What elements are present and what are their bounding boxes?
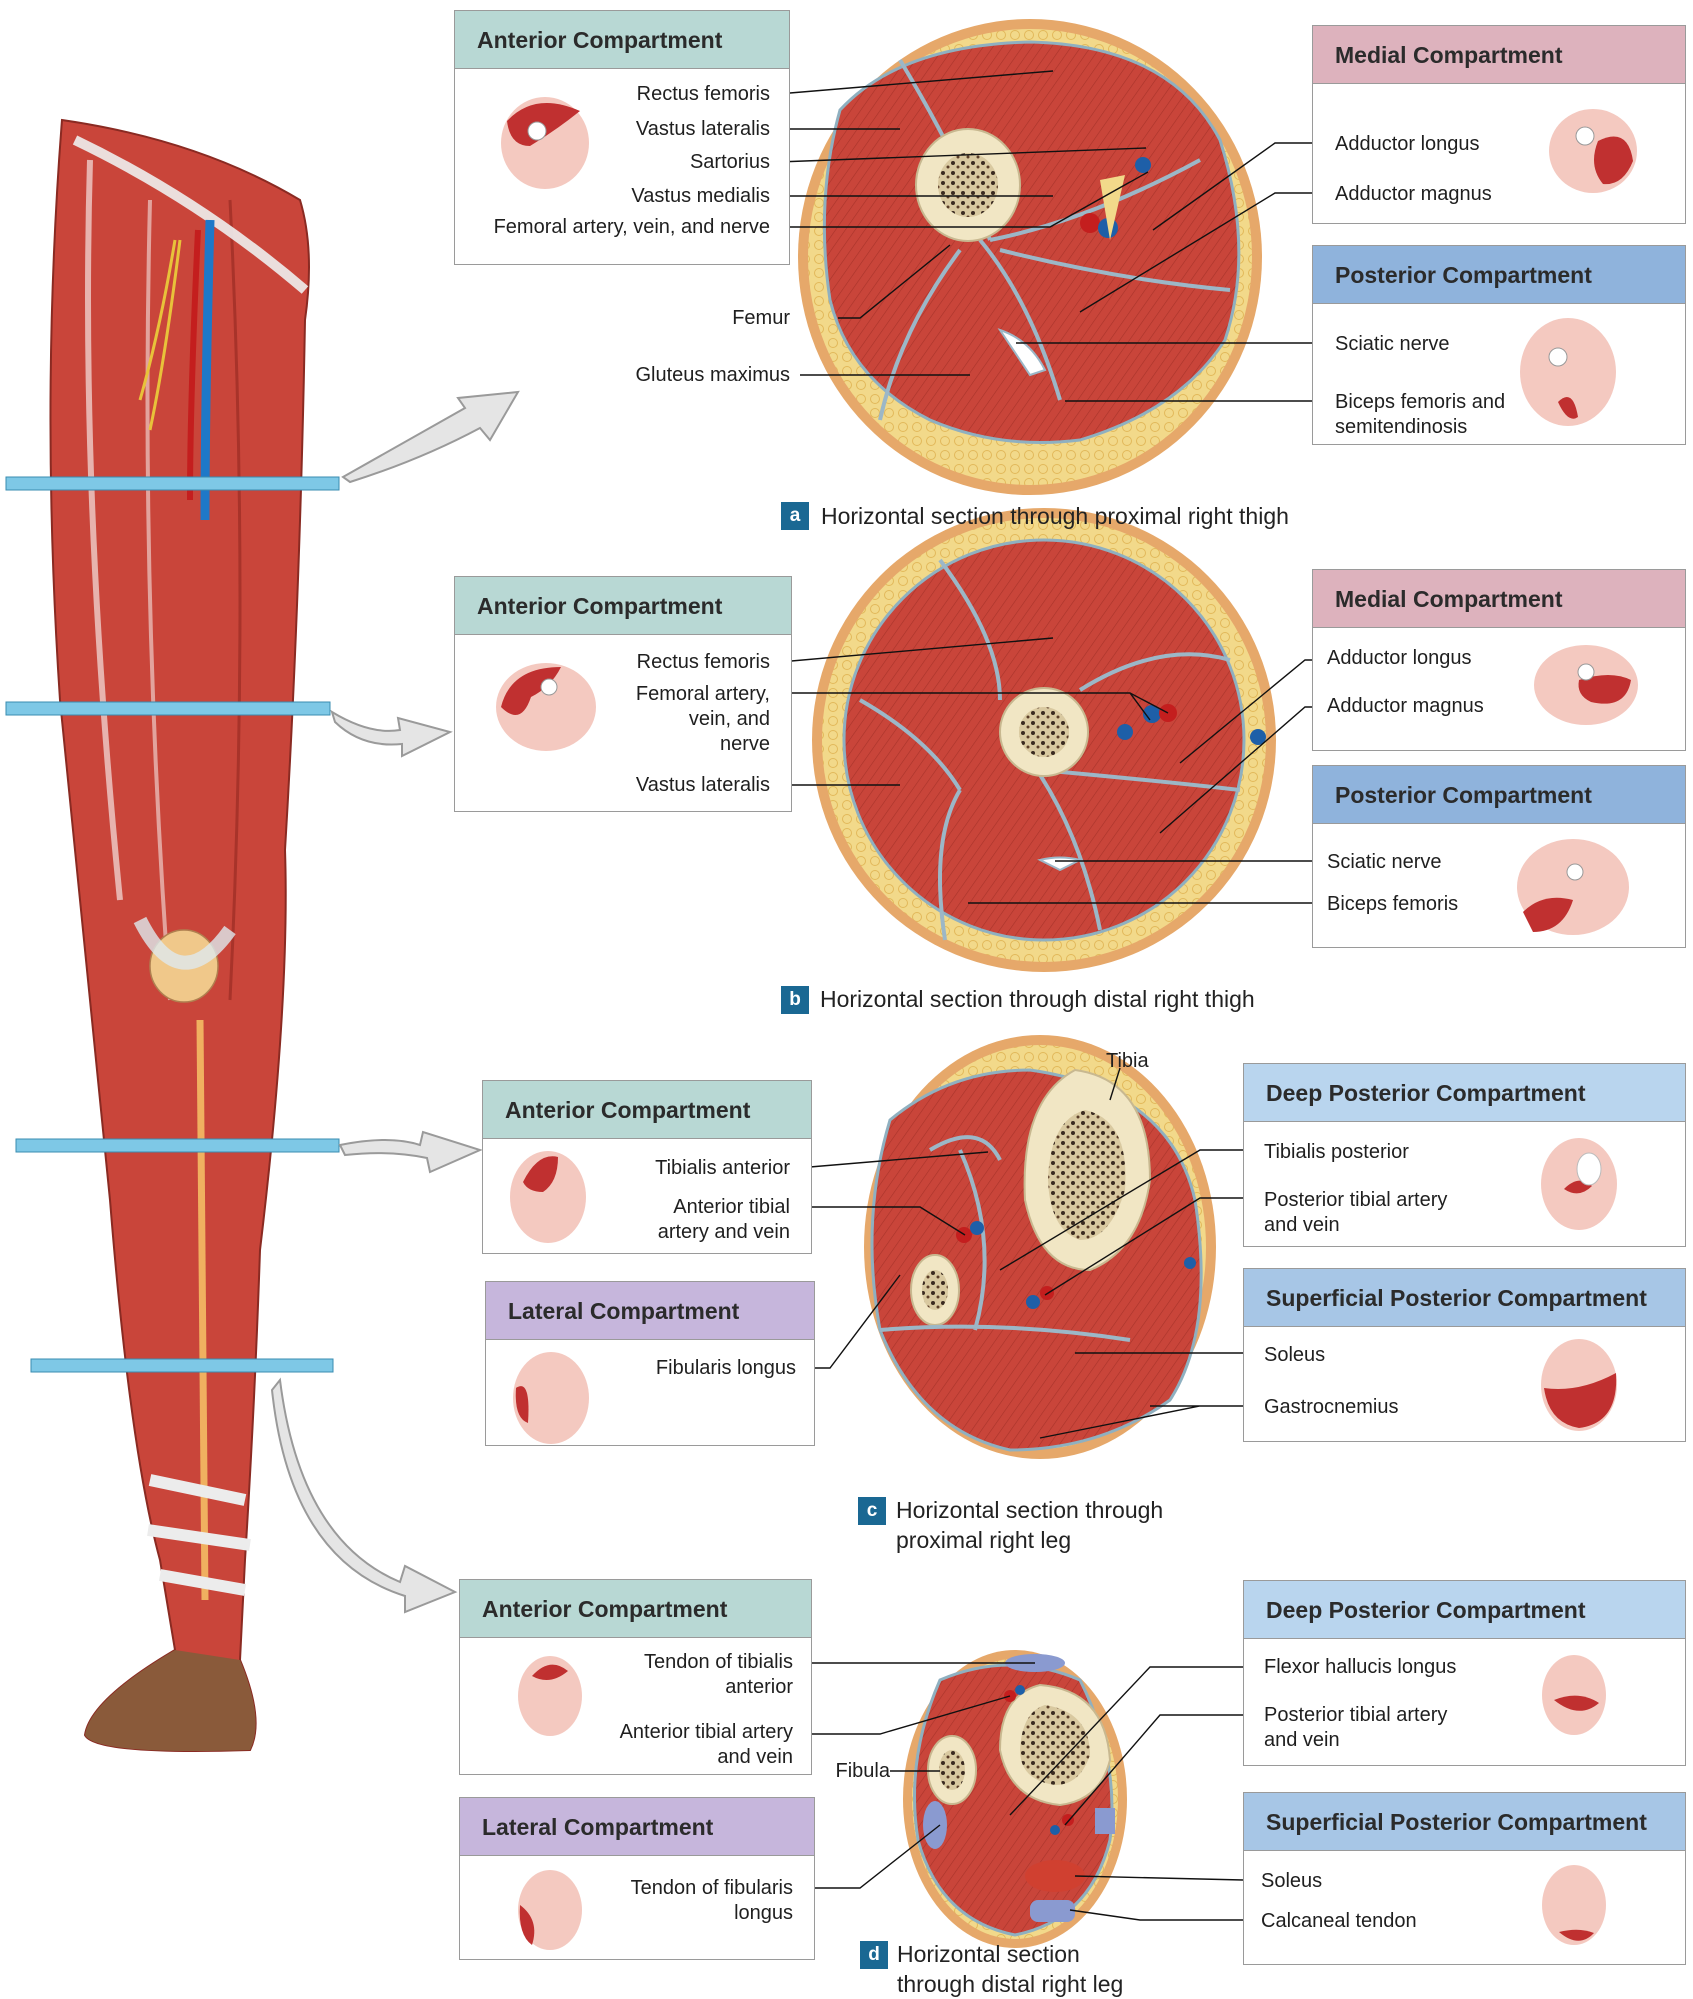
panel-c-superficial-posterior-box: Superficial Posterior Compartment Soleus… bbox=[1243, 1268, 1686, 1442]
badge-b: b bbox=[781, 986, 809, 1014]
panel-a-posterior-box: Posterior Compartment Sciatic nerve Bice… bbox=[1312, 245, 1686, 445]
label-fibularis-longus-c: Fibularis longus bbox=[596, 1356, 796, 1381]
foot bbox=[85, 1650, 256, 1751]
panel-b-posterior-box: Posterior Compartment Sciatic nerve Bice… bbox=[1312, 765, 1686, 948]
label-adductor-longus-a: Adductor longus bbox=[1335, 132, 1480, 157]
label-femoral-vessels-b: Femoral artery, vein, and nerve bbox=[560, 682, 770, 757]
panel-d-anterior-thumbnail bbox=[510, 1646, 590, 1746]
label-biceps-femoris-semitendinosis-a: Biceps femoris and semitendinosis bbox=[1335, 390, 1505, 440]
label-posterior-tibial-vessels-c: Posterior tibial artery and vein bbox=[1264, 1188, 1447, 1238]
label-tibia-c: Tibia bbox=[1106, 1049, 1149, 1074]
label-anterior-tibial-vessels-d: Anterior tibial artery and vein bbox=[560, 1720, 793, 1770]
label-tibialis-posterior-c: Tibialis posterior bbox=[1264, 1140, 1409, 1165]
tibia-stroke bbox=[200, 1020, 205, 1600]
label-tibialis-anterior-c: Tibialis anterior bbox=[580, 1156, 790, 1181]
panel-c-deep-posterior-title: Deep Posterior Compartment bbox=[1244, 1064, 1685, 1122]
label-posterior-tibial-vessels-d: Posterior tibial artery and vein bbox=[1264, 1703, 1447, 1753]
panel-c-lateral-thumbnail bbox=[506, 1348, 596, 1448]
panel-c-deep-posterior-thumbnail bbox=[1534, 1134, 1624, 1234]
badge-d: d bbox=[860, 1941, 888, 1969]
caption-b: Horizontal section through distal right … bbox=[820, 984, 1320, 1014]
panel-a-medial-thumbnail bbox=[1543, 96, 1643, 196]
panel-c-lateral-box: Lateral Compartment Fibularis longus bbox=[485, 1281, 815, 1446]
panel-c-deep-posterior-box: Deep Posterior Compartment Tibialis post… bbox=[1243, 1063, 1686, 1247]
label-rectus-femoris-a: Rectus femoris bbox=[560, 82, 770, 107]
leg-illustration bbox=[50, 120, 309, 1751]
panel-b-anterior-title: Anterior Compartment bbox=[455, 577, 791, 635]
panel-d-anterior-box: Anterior Compartment Tendon of tibialis … bbox=[459, 1579, 812, 1775]
label-gluteus-maximus-a: Gluteus maximus bbox=[560, 363, 790, 388]
label-flexor-hallucis-longus-d: Flexor hallucis longus bbox=[1264, 1655, 1456, 1680]
plane-marker-d bbox=[31, 1359, 333, 1372]
panel-a-posterior-thumbnail bbox=[1513, 312, 1623, 432]
plane-marker-c bbox=[16, 1139, 339, 1152]
panel-a-posterior-title: Posterior Compartment bbox=[1313, 246, 1685, 304]
section-c-proximal-leg bbox=[864, 1035, 1216, 1459]
panel-c-anterior-title: Anterior Compartment bbox=[483, 1081, 811, 1139]
panel-a-medial-title: Medial Compartment bbox=[1313, 26, 1685, 84]
panel-c-superficial-posterior-thumbnail bbox=[1534, 1333, 1624, 1438]
section-a-proximal-thigh bbox=[798, 19, 1262, 495]
label-adductor-magnus-b: Adductor magnus bbox=[1327, 694, 1484, 719]
label-tendon-tibialis-anterior-d: Tendon of tibialis anterior bbox=[560, 1650, 793, 1700]
panel-d-lateral-thumbnail bbox=[510, 1860, 590, 1960]
label-rectus-femoris-b: Rectus femoris bbox=[560, 650, 770, 675]
panel-b-posterior-thumbnail bbox=[1513, 832, 1633, 942]
panel-d-lateral-box: Lateral Compartment Tendon of fibularis … bbox=[459, 1797, 815, 1960]
plane-marker-b bbox=[6, 702, 330, 715]
section-arrows bbox=[272, 392, 518, 1612]
label-soleus-d: Soleus bbox=[1261, 1869, 1322, 1894]
caption-d: Horizontal section through distal right … bbox=[897, 1939, 1227, 1999]
caption-c: Horizontal section through proximal righ… bbox=[896, 1495, 1226, 1555]
femoral-vein-stroke bbox=[205, 220, 210, 520]
label-femur-a: Femur bbox=[680, 306, 790, 331]
panel-d-deep-posterior-box: Deep Posterior Compartment Flexor halluc… bbox=[1243, 1580, 1686, 1766]
label-sciatic-nerve-b: Sciatic nerve bbox=[1327, 850, 1442, 875]
panel-d-superficial-posterior-title: Superficial Posterior Compartment bbox=[1244, 1793, 1685, 1851]
label-femoral-vessels-a: Femoral artery, vein, and nerve bbox=[460, 215, 770, 240]
panel-a-anterior-title: Anterior Compartment bbox=[455, 11, 789, 69]
caption-a: Horizontal section through proximal righ… bbox=[821, 501, 1321, 531]
panel-c-lateral-title: Lateral Compartment bbox=[486, 1282, 814, 1340]
plane-marker-a bbox=[6, 477, 339, 490]
panel-c-superficial-posterior-title: Superficial Posterior Compartment bbox=[1244, 1269, 1685, 1327]
label-vastus-lateralis-b: Vastus lateralis bbox=[560, 773, 770, 798]
section-d-distal-leg bbox=[903, 1650, 1127, 1948]
label-adductor-longus-b: Adductor longus bbox=[1327, 646, 1472, 671]
panel-d-superficial-posterior-thumbnail bbox=[1534, 1857, 1614, 1957]
calcaneal-tendon-shape bbox=[1030, 1900, 1075, 1922]
label-tendon-fibularis-longus-d: Tendon of fibularis longus bbox=[570, 1876, 793, 1926]
panel-b-medial-title: Medial Compartment bbox=[1313, 570, 1685, 628]
badge-c: c bbox=[858, 1497, 886, 1525]
panel-d-deep-posterior-title: Deep Posterior Compartment bbox=[1244, 1581, 1685, 1639]
panel-d-superficial-posterior-box: Superficial Posterior Compartment Soleus… bbox=[1243, 1792, 1686, 1965]
panel-b-posterior-title: Posterior Compartment bbox=[1313, 766, 1685, 824]
label-calcaneal-tendon-d: Calcaneal tendon bbox=[1261, 1909, 1417, 1934]
panel-b-medial-box: Medial Compartment Adductor longus Adduc… bbox=[1312, 569, 1686, 751]
label-fibula-d: Fibula bbox=[800, 1759, 890, 1784]
label-soleus-c: Soleus bbox=[1264, 1343, 1325, 1368]
panel-b-medial-thumbnail bbox=[1531, 640, 1641, 740]
badge-a: a bbox=[781, 502, 809, 530]
panel-d-deep-posterior-thumbnail bbox=[1534, 1645, 1614, 1745]
panel-d-lateral-title: Lateral Compartment bbox=[460, 1798, 814, 1856]
label-gastrocnemius-c: Gastrocnemius bbox=[1264, 1395, 1399, 1420]
panel-d-anterior-title: Anterior Compartment bbox=[460, 1580, 811, 1638]
label-vastus-medialis-a: Vastus medialis bbox=[560, 184, 770, 209]
label-sciatic-nerve-a: Sciatic nerve bbox=[1335, 332, 1450, 357]
label-vastus-lateralis-a: Vastus lateralis bbox=[560, 117, 770, 142]
label-adductor-magnus-a: Adductor magnus bbox=[1335, 182, 1492, 207]
label-biceps-femoris-b: Biceps femoris bbox=[1327, 892, 1458, 917]
panel-a-medial-box: Medial Compartment Adductor longus Adduc… bbox=[1312, 25, 1686, 224]
label-anterior-tibial-vessels-c: Anterior tibial artery and vein bbox=[580, 1195, 790, 1245]
label-sartorius-a: Sartorius bbox=[560, 150, 770, 175]
